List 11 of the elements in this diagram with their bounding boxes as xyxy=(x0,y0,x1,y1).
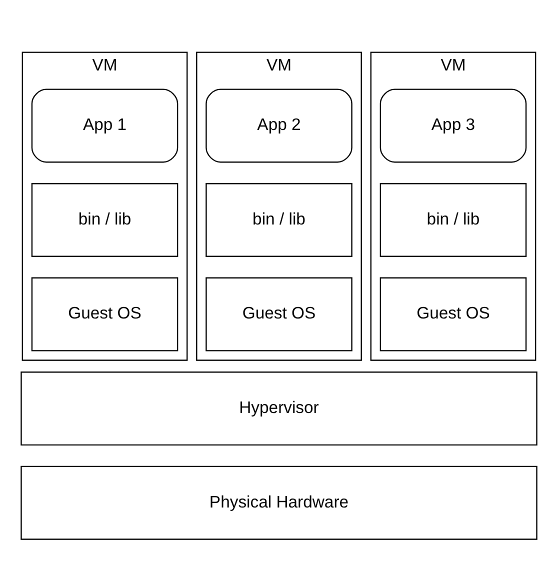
node-box: App 2 xyxy=(206,88,352,162)
node-box: bin / lib xyxy=(380,182,527,256)
node-box: App 3 xyxy=(380,88,527,162)
node-box: Guest OS xyxy=(31,276,178,351)
node-box: App 1 xyxy=(31,88,178,162)
node-box: Hypervisor xyxy=(20,371,538,446)
node-box: Guest OS xyxy=(206,276,352,351)
node-box: Guest OS xyxy=(380,276,527,351)
node-box: bin / lib xyxy=(31,182,178,256)
node-box: Physical Hardware xyxy=(20,465,538,540)
node-box: bin / lib xyxy=(206,182,352,256)
